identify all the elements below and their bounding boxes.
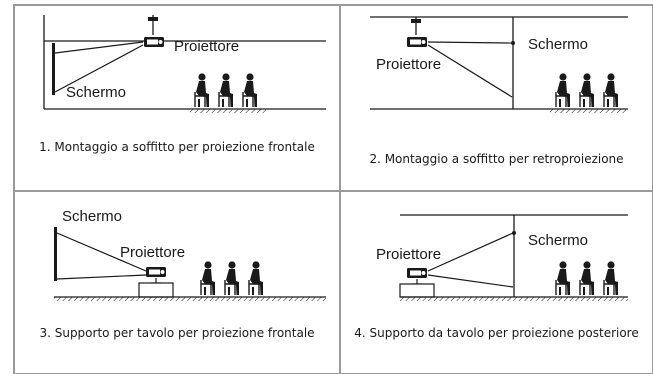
projector-label: Proiettore [376,56,441,73]
caption-2: 2. Montaggio a soffitto per retroproiezi… [369,152,624,166]
beam-line-top [427,232,514,272]
floor-hatch [550,109,626,113]
beam-line-top [54,41,144,54]
floor-hatch [190,109,266,113]
panel-table-rear: Proiettore Schermo 4. Supporto da tavolo… [340,191,653,374]
screen-icon [52,43,55,95]
projector-label: Proiettore [174,38,239,55]
beam-line-bottom [427,44,513,98]
audience-icon [194,73,210,108]
screen-label: Schermo [62,208,122,225]
audience-icon [603,261,619,296]
floor-hatch [400,297,628,301]
screen-icon [54,227,57,281]
audience-icon [579,73,595,108]
table-icon [399,283,435,298]
caption-1: 1. Montaggio a soffitto per proiezione f… [39,140,315,154]
beam-line-bottom [56,274,147,280]
audience-icon [603,73,619,108]
audience-icon [555,261,571,296]
screen-label: Schermo [528,36,588,53]
beam-line-bottom [54,44,144,93]
audience-icon [579,261,595,296]
projector-icon [407,37,427,47]
table-icon [138,282,174,298]
beam-line-top [56,232,147,272]
audience-icon [218,73,234,108]
panel-table-rear-drawing: Proiettore Schermo [376,214,628,301]
beam-line-top [427,41,513,44]
panel-table-front-drawing: Schermo Proiettore [54,208,326,301]
floor-hatch [54,297,326,301]
panel-ceiling-front: Proiettore Schermo 1. Montaggio a soffit… [14,5,340,191]
panel-ceiling-front-drawing: Proiettore Schermo [43,15,326,113]
beam-line-bottom [427,274,514,288]
projector-label: Proiettore [376,246,441,263]
projector-icon [407,268,427,278]
panel-ceiling-rear-drawing: Schermo Proiettore [370,16,628,113]
panel-table-front: Schermo Proiettore 3. Supporto per tavol… [14,191,340,374]
caption-3: 3. Supporto per tavolo per proiezione fr… [39,326,315,340]
audience-icon [224,261,240,296]
panel-ceiling-rear: Schermo Proiettore 2. Montaggio a soffit… [340,5,653,191]
projector-icon [146,267,166,277]
screen-label: Schermo [528,232,588,249]
projector-label: Proiettore [120,244,185,261]
screen-label: Schermo [66,84,126,101]
audience-icon [242,73,258,108]
audience-icon [555,73,571,108]
caption-4: 4. Supporto da tavolo per proiezione pos… [354,326,639,340]
audience-icon [200,261,216,296]
audience-icon [248,261,264,296]
projector-icon [144,37,164,47]
